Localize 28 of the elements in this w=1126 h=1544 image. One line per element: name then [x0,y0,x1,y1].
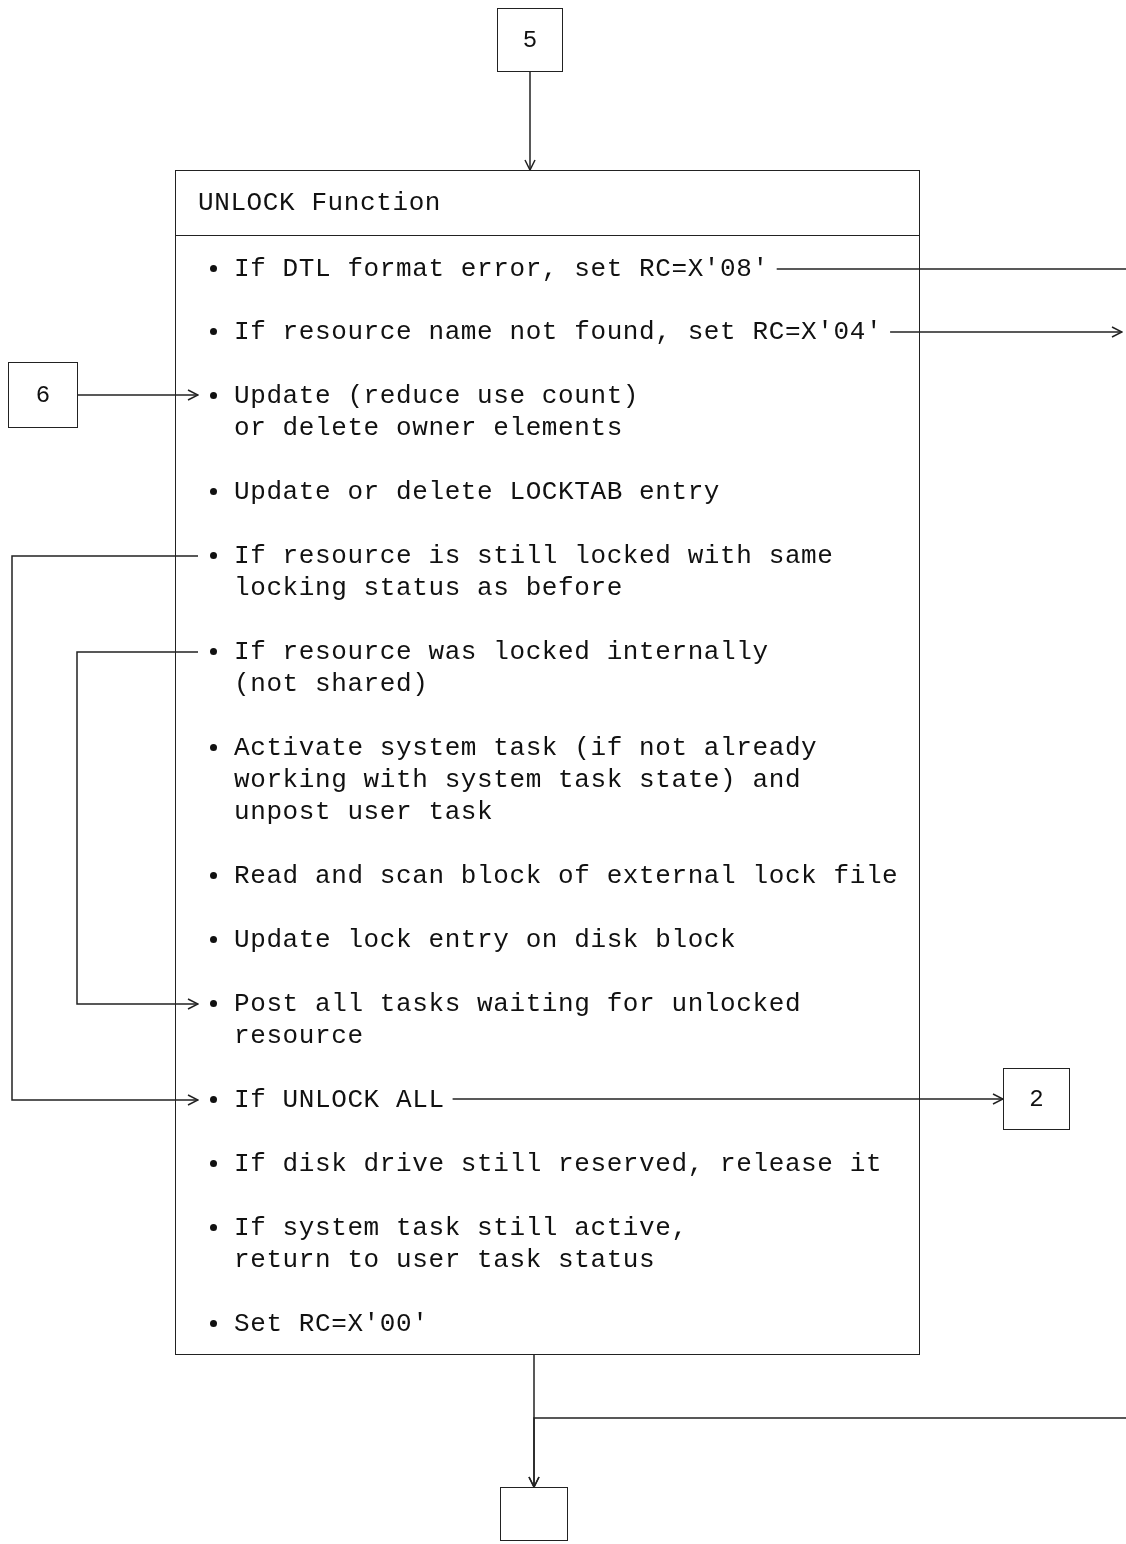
reference-box: 2 [1003,1068,1070,1130]
arrow [889,326,1123,338]
step-text: Post all tasks waiting for unlocked resource [234,989,802,1051]
arrow [524,71,536,171]
reference-box: 5 [497,8,563,72]
arrow [528,1417,1126,1488]
step-text: Update (reduce use count) or delete owner elements [234,381,640,443]
arrow [451,1093,1004,1105]
step-text: If resource name not found, set RC=X'04' [234,317,883,347]
step-text: Update lock entry on disk block [234,925,737,955]
step-text: If disk drive still reserved, release it [234,1149,883,1179]
step-text: Read and scan block of external lock file [234,861,899,891]
step-text: If UNLOCK ALL [234,1085,445,1115]
box-heading: UNLOCK Function [176,171,919,236]
function-box [175,170,920,1355]
reference-box [500,1487,568,1541]
step-text: If DTL format error, set RC=X'08' [234,254,769,284]
step-text: Activate system task (if not already working with system task state) and unpost user task [234,733,818,827]
connector-line [775,268,1126,270]
arrow [11,555,199,1106]
step-text: If resource is still locked with same locking status as before [234,541,834,603]
arrow [76,651,199,1010]
arrow [77,389,199,401]
step-text: Set RC=X'00' [234,1309,429,1339]
step-text: Update or delete LOCKTAB entry [234,477,721,507]
reference-box: 6 [8,362,78,428]
step-text: If resource was locked internally (not shared) [234,637,769,699]
step-text: If system task still active, return to user task status [234,1213,688,1275]
